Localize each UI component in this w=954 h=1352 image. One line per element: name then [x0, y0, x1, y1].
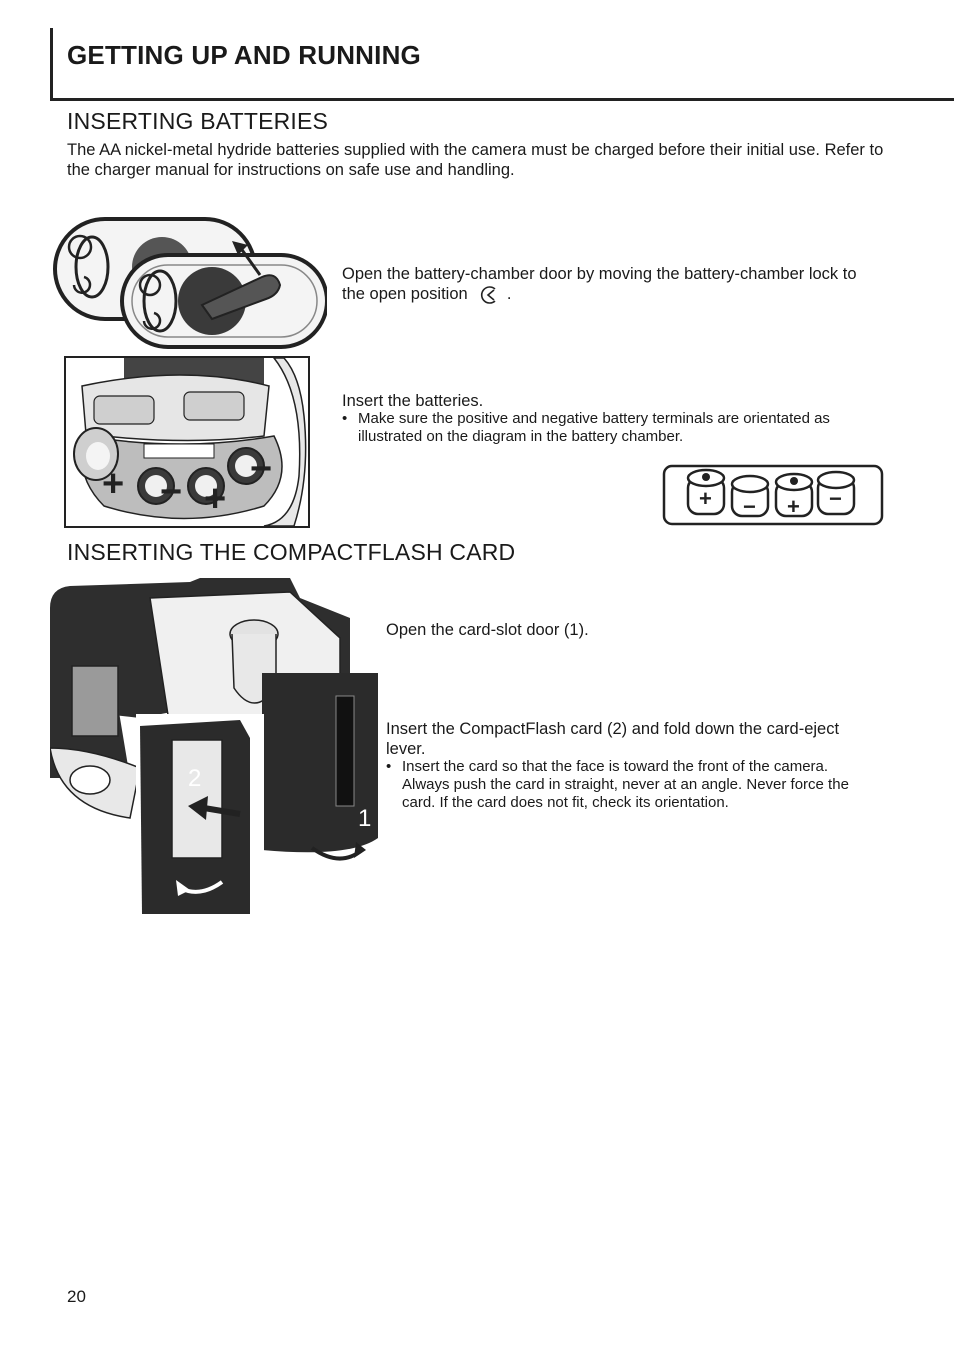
battery-step2: Insert the batteries. — [342, 392, 484, 410]
cf-step2: Insert the CompactFlash card (2) and fol… — [386, 720, 840, 758]
battery-step2-bullet: • Make sure the positive and negative ba… — [342, 410, 887, 446]
bullet-marker: • — [386, 758, 392, 775]
batteries-intro: The AA nickel-metal hydride batteries su… — [67, 141, 884, 179]
section-title-compactflash: INSERTING THE COMPACTFLASH CARD — [67, 539, 516, 565]
page-number: 20 — [67, 1287, 86, 1306]
battery-step2-bullet-text: Make sure the positive and negative batt… — [358, 410, 830, 445]
battery-step1: Open the battery-chamber door by moving … — [342, 264, 882, 305]
callout-1: 1 — [358, 805, 371, 832]
cf-step1: Open the card-slot door (1). — [386, 621, 589, 639]
cf-step2-bullet-text: Insert the card so that the face is towa… — [402, 758, 849, 811]
minus-mark: − — [160, 471, 182, 513]
section-title-batteries: INSERTING BATTERIES — [67, 108, 329, 134]
open-position-icon — [481, 285, 496, 304]
compactflash-camera-illustration: 1 2 — [50, 578, 378, 918]
plus-mark: + — [204, 478, 226, 520]
battery-orientation-diagram: + − + − — [662, 464, 884, 526]
battery-door-lock-illustration — [53, 217, 327, 349]
plus-mark: + — [787, 494, 800, 519]
bullet-marker: • — [342, 410, 348, 427]
plus-mark: + — [699, 486, 712, 511]
minus-mark: − — [743, 494, 756, 519]
page-header-title: GETTING UP AND RUNNING — [67, 40, 421, 70]
plus-mark: + — [102, 463, 124, 505]
battery-chamber-illustration: + − + − — [64, 356, 310, 528]
battery-step1-text: Open the battery-chamber door by moving … — [342, 265, 857, 303]
minus-mark: − — [829, 486, 842, 511]
header-rule — [50, 28, 954, 101]
battery-step1-end: . — [506, 285, 512, 303]
cf-step2-bullet: • Insert the card so that the face is to… — [386, 758, 866, 812]
minus-mark: − — [250, 448, 272, 490]
callout-2: 2 — [188, 765, 201, 792]
